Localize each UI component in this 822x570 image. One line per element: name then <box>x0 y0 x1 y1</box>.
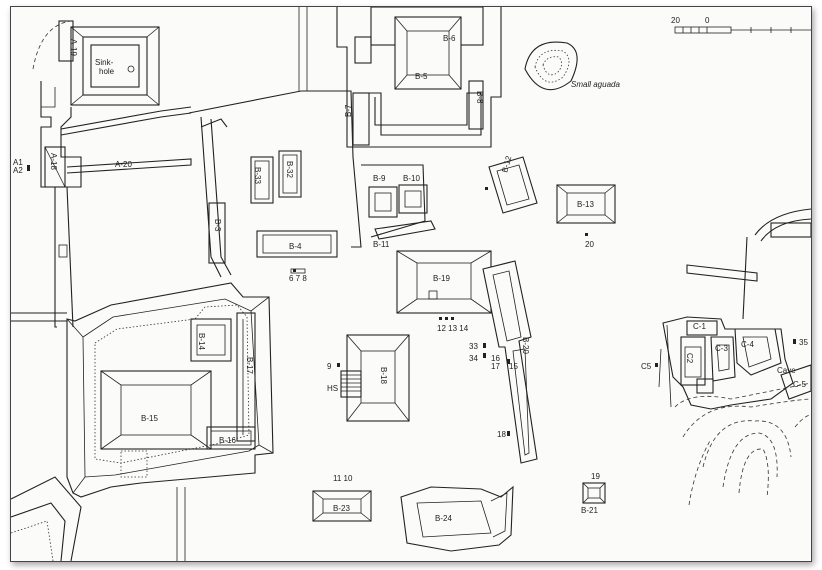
label-stela-11-10: 11 10 <box>333 474 353 483</box>
label-b5: B-5 <box>415 72 428 81</box>
label-c5-stela: C5 <box>641 362 652 371</box>
label-b8: B-8 <box>475 91 484 104</box>
label-c1: C-1 <box>693 322 706 331</box>
label-hs: HS <box>327 384 338 393</box>
label-b23: B-23 <box>333 504 350 513</box>
structure-b4 <box>256 230 338 258</box>
structure-b14 <box>190 318 232 362</box>
label-b21: B-21 <box>581 506 598 515</box>
label-b18: B-18 <box>379 367 388 384</box>
structure-b16 <box>206 426 256 450</box>
structure-b32 <box>278 150 302 198</box>
label-small-aguada: Small aguada <box>571 80 620 89</box>
structure-c4 <box>734 328 782 376</box>
scale-bar: 20 0 <box>671 16 811 34</box>
label-a2: A2 <box>13 166 23 175</box>
small-aguada <box>524 41 578 91</box>
label-stela-15: 15 <box>509 362 518 371</box>
label-c2: C2 <box>685 353 694 364</box>
label-b7: B-7 <box>344 104 353 117</box>
label-b32: B-32 <box>285 161 294 178</box>
label-a1: A1 <box>13 158 23 167</box>
label-sinkhole-1: Sink- <box>95 58 114 67</box>
label-b15: B-15 <box>141 414 158 423</box>
label-stela-20: 20 <box>585 240 594 249</box>
label-sinkhole: Sink-hole <box>95 58 115 76</box>
structure-b7 <box>352 92 370 146</box>
label-b9: B-9 <box>373 174 386 183</box>
structure-c5 <box>780 364 811 400</box>
label-stela-12-13-14: 12 13 14 <box>437 324 469 333</box>
structure-b18 <box>346 334 410 422</box>
structure-c1 <box>662 316 794 410</box>
site-map: 20 0 A-19 Sink-hole A-18 A-20 A1 A2 B-3 … <box>10 6 812 562</box>
label-b13: B-13 <box>577 200 594 209</box>
label-stela-9: 9 <box>327 362 332 371</box>
structure-b17 <box>236 312 256 442</box>
structure-b5 <box>394 16 462 90</box>
label-stela-33: 33 <box>469 342 478 351</box>
label-b3: B-3 <box>213 219 222 232</box>
label-a18: A-18 <box>49 153 58 170</box>
label-b10: B-10 <box>403 174 420 183</box>
scale-label-0: 0 <box>705 16 710 25</box>
label-stela-34: 34 <box>469 354 478 363</box>
label-b20: B-20 <box>521 337 530 354</box>
structure-b9 <box>368 186 398 218</box>
label-a20: A-20 <box>115 160 132 169</box>
label-sinkhole-2: hole <box>99 67 115 76</box>
scale-label-20: 20 <box>671 16 680 25</box>
structure-c2 <box>680 336 706 386</box>
structure-b24 <box>400 485 514 552</box>
label-b33: B-33 <box>253 167 262 184</box>
structure-b19 <box>396 250 492 314</box>
structure-b8 <box>468 80 484 130</box>
label-c3: C-3 <box>715 344 728 353</box>
label-b16: B-16 <box>219 436 236 445</box>
structure-c3 <box>710 336 736 382</box>
label-b14: B-14 <box>197 333 206 350</box>
label-stela-16: 16 <box>491 354 500 363</box>
structure-b33 <box>250 156 274 204</box>
label-stela-18: 18 <box>497 430 506 439</box>
label-c5: C-5 <box>793 380 806 389</box>
map-drawing: 20 0 A-19 Sink-hole A-18 A-20 A1 A2 B-3 … <box>11 7 811 561</box>
structure-a19 <box>58 20 160 106</box>
label-b19: B-19 <box>433 274 450 283</box>
label-b4: B-4 <box>289 242 302 251</box>
label-b17: B-17 <box>245 357 254 374</box>
label-b12: B-12 <box>500 154 513 173</box>
label-stela-6-7-8: 6 7 8 <box>289 274 307 283</box>
label-cave: Cave <box>777 366 796 375</box>
label-b24: B-24 <box>435 514 452 523</box>
label-b11: B-11 <box>373 240 390 249</box>
label-stela-35: 35 <box>799 338 808 347</box>
structure-b10 <box>398 184 428 214</box>
label-a19: A-19 <box>69 39 78 56</box>
structure-b15 <box>66 282 274 498</box>
label-stela-17: 17 <box>491 362 500 371</box>
structure-b11 <box>374 220 436 240</box>
structure-b3 <box>208 202 226 264</box>
label-c4: C-4 <box>741 340 754 349</box>
hieroglyphic-stair <box>340 370 362 398</box>
label-b6: B-6 <box>443 34 456 43</box>
label-stela-19: 19 <box>591 472 600 481</box>
structure-b12 <box>488 156 538 214</box>
